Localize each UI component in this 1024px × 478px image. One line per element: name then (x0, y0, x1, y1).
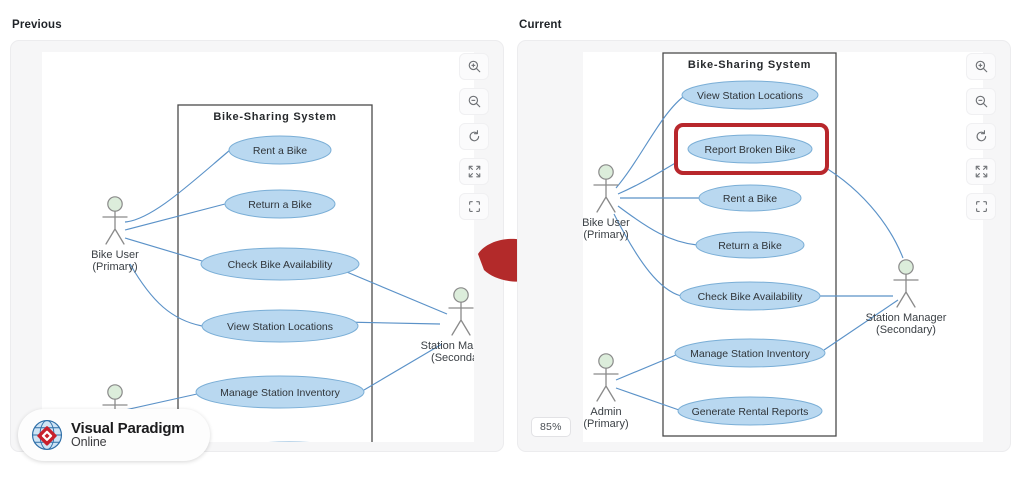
association-link (613, 213, 682, 297)
zoom-out-icon (468, 95, 480, 108)
usecase-ellipse[interactable] (687, 134, 813, 164)
system-boundary-title: Bike-Sharing System (213, 111, 336, 123)
usecase-ellipse[interactable] (681, 80, 819, 110)
actor-head-icon (898, 259, 914, 275)
actor-head-icon (453, 287, 469, 303)
zoom-in-button[interactable] (966, 53, 996, 80)
actor-head-icon (107, 196, 123, 212)
fullscreen-icon (975, 201, 987, 212)
usecase-ellipse[interactable] (195, 375, 365, 409)
association-link (617, 205, 698, 246)
actor-body-icon (102, 398, 128, 433)
actor-label: Bike User (583, 217, 630, 229)
zoom-out-button[interactable] (459, 88, 489, 115)
actor-label: Station Manager (866, 312, 947, 324)
zoom-out-icon (975, 95, 987, 108)
actor-label: Station Manager (421, 340, 474, 352)
association-link (124, 393, 198, 411)
panel-label-current: Current (519, 19, 562, 31)
visual-paradigm-logo-icon (31, 419, 63, 451)
visual-paradigm-watermark: Visual Paradigm Online (18, 409, 210, 461)
actor-head-icon (598, 164, 614, 180)
association-link (615, 354, 677, 381)
actor-head-icon (107, 384, 123, 400)
actor-body-icon (593, 367, 619, 402)
usecase-label: Report Broken Bike (704, 144, 795, 156)
association-link (615, 96, 684, 189)
fullscreen-icon (468, 201, 480, 212)
zoom-in-icon (468, 60, 480, 73)
association-link (823, 299, 899, 351)
usecase-label: Check Bike Availability (698, 291, 804, 303)
actor-body-icon (593, 178, 619, 213)
zoom-level-badge[interactable]: 85% (531, 417, 571, 437)
actor-label: (Secondary) (431, 352, 474, 364)
reset-button[interactable] (459, 123, 489, 150)
usecase-label: View Station Locations (697, 90, 803, 102)
fit-screen-button[interactable] (966, 158, 996, 185)
actor-label: Admin (590, 406, 621, 418)
usecase-ellipse[interactable] (200, 247, 360, 281)
system-boundary (177, 104, 373, 442)
actor-label: Bike User (91, 249, 139, 261)
usecase-ellipse[interactable] (698, 184, 802, 212)
actor-body-icon (893, 273, 919, 308)
usecase-label: Manage Station Inventory (220, 387, 340, 399)
association-link (124, 149, 231, 223)
usecase-label: Return a Bike (248, 199, 312, 211)
association-link (341, 321, 441, 325)
usecase-label: Return a Bike (718, 240, 782, 252)
association-link (811, 159, 904, 259)
diagram-toolbar-current (966, 53, 996, 220)
usecase-label: Generate Rental Reports (692, 406, 809, 418)
usecase-label: Rent a Bike (723, 193, 777, 205)
reset-icon (976, 130, 986, 142)
system-boundary-title: Bike-Sharing System (688, 59, 811, 71)
fit-screen-button[interactable] (459, 158, 489, 185)
reset-button[interactable] (966, 123, 996, 150)
watermark-line-1: Visual Paradigm (71, 419, 185, 437)
actor-label: (Primary) (92, 261, 137, 273)
reset-icon (469, 130, 479, 142)
zoom-in-icon (975, 60, 987, 73)
association-link (363, 343, 443, 391)
fullscreen-button[interactable] (966, 193, 996, 220)
watermark-line-2: Online (71, 435, 107, 450)
actor-label: (Secondary) (876, 324, 936, 336)
usecase-ellipse[interactable] (679, 281, 821, 311)
zoom-out-button[interactable] (966, 88, 996, 115)
association-link (124, 203, 226, 231)
usecase-label: Check Bike Availability (228, 259, 334, 271)
actor-label: (Primary) (583, 229, 628, 241)
association-link (615, 387, 680, 411)
usecase-ellipse[interactable] (674, 338, 826, 368)
usecase-ellipse[interactable] (228, 135, 332, 165)
usecase-label: Rent a Bike (253, 145, 307, 157)
usecase-ellipse[interactable] (677, 396, 823, 426)
actor-body-icon (102, 210, 128, 245)
actor-head-icon (598, 353, 614, 369)
association-link (124, 237, 203, 262)
actor-body-icon (448, 301, 474, 336)
usecase-ellipse[interactable] (224, 189, 336, 219)
association-link (341, 269, 448, 315)
usecase-label: View Station Locations (227, 321, 333, 333)
usecase-ellipse[interactable] (695, 231, 805, 259)
panel-label-previous: Previous (12, 19, 62, 31)
diagram-toolbar-previous (459, 53, 489, 220)
association-link (129, 263, 203, 327)
usecase-label: Manage Station Inventory (690, 348, 810, 360)
usecase-ellipse[interactable] (201, 309, 359, 343)
actor-label: (Primary) (583, 418, 628, 430)
fit-screen-icon (468, 165, 480, 178)
fullscreen-button[interactable] (459, 193, 489, 220)
fit-screen-icon (975, 165, 987, 178)
zoom-in-button[interactable] (459, 53, 489, 80)
system-boundary (662, 52, 837, 437)
